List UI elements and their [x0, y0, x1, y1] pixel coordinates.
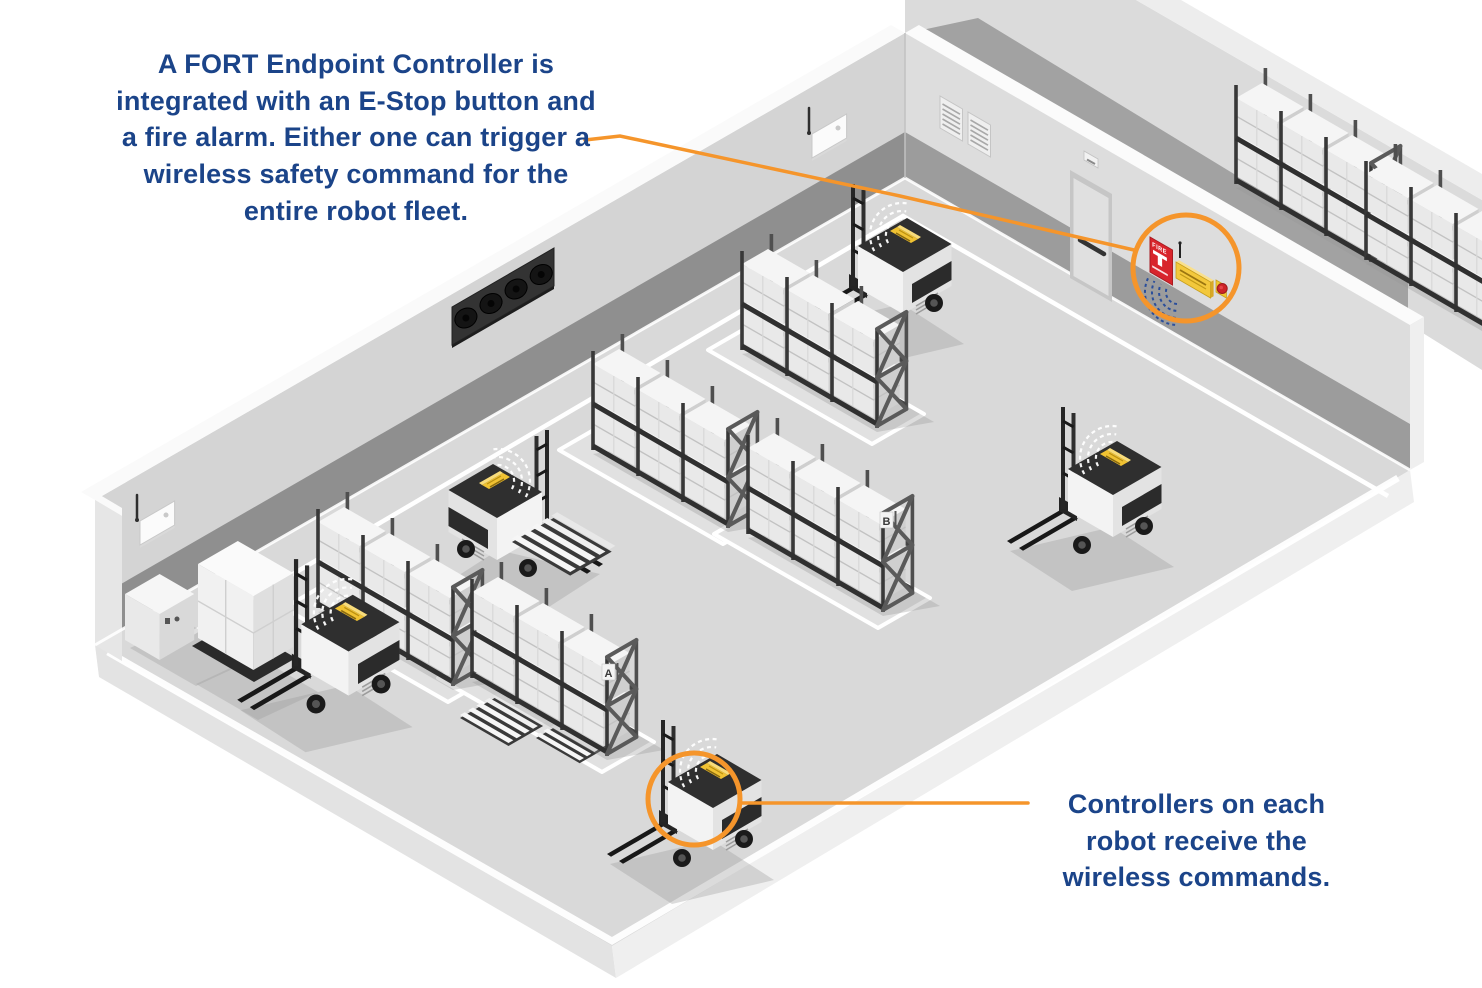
annotations — [583, 134, 1242, 848]
right-wall-stripe — [905, 132, 1410, 470]
wifi-ap-icon — [807, 106, 848, 161]
wall-base-path — [158, 213, 1390, 654]
rack-label-a: A — [601, 663, 619, 681]
left-wall — [81, 25, 905, 661]
svg-text:A: A — [605, 668, 613, 680]
right-wall-top — [905, 25, 1424, 325]
highlight-circle-endpoint — [1130, 212, 1242, 324]
endpoint-controller-icon — [1175, 241, 1214, 299]
vent-icon-2 — [967, 111, 991, 158]
floor — [95, 178, 1410, 946]
fan-bank — [451, 247, 555, 348]
storage-box — [125, 574, 252, 686]
left-wall-top — [81, 25, 905, 500]
fan-icon — [454, 263, 553, 329]
callout-robot-text: Controllers on each robot receive the wi… — [1062, 789, 1331, 893]
fire-alarm-icon: FIRE — [1149, 236, 1173, 286]
floor-skirt-right — [612, 470, 1414, 978]
left-wall-stripe — [95, 132, 905, 645]
door-pushbar — [1077, 237, 1107, 257]
carried-load — [192, 541, 318, 720]
wifi-ap-icon-2 — [135, 493, 176, 548]
door-icon — [1070, 150, 1112, 302]
highlight-circle-robot — [645, 750, 743, 848]
leader-line-endpoint — [583, 134, 1136, 252]
callout-endpoint-text: A FORT Endpoint Controller is integrated… — [116, 49, 596, 226]
vent-icon — [939, 95, 963, 142]
endpoint-cluster: FIRE — [1143, 236, 1228, 326]
estop-button-icon — [1215, 279, 1228, 299]
right-wall-end — [1410, 317, 1424, 470]
left-wall-end — [95, 500, 122, 661]
svg-text:B: B — [883, 516, 891, 528]
rack-label-b: B — [879, 511, 897, 529]
floor-skirt-left — [95, 645, 616, 978]
floor-edge-stripe — [106, 474, 1400, 946]
